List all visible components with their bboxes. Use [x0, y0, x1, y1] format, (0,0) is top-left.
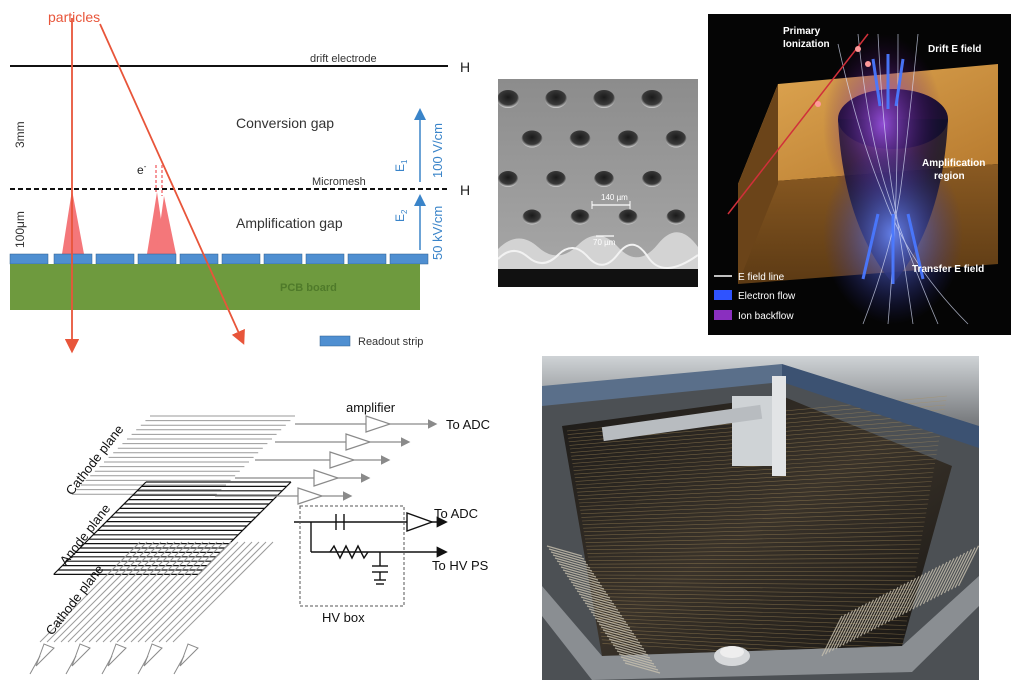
to-adc-anode-label: To ADC — [434, 506, 478, 521]
readout-strip-legend-label: Readout strip — [358, 336, 423, 348]
pcb-board-label: PCB board — [280, 282, 337, 294]
gem-legend: E field line Electron flow Ion backflow — [714, 272, 796, 322]
hv1-label: HV1 — [460, 59, 470, 78]
to-hv-ps-label: To HV PS — [432, 558, 489, 573]
gem-holes — [498, 90, 687, 225]
svg-text:E field line: E field line — [738, 272, 785, 283]
gem-sem-micrograph: 140 µm 70 µm — [498, 79, 698, 287]
avalanche-left — [62, 190, 84, 254]
anode-plane-wires — [53, 481, 292, 575]
mwpc-schematic: amplifier To ADC To ADC To HV PS HV box … — [29, 400, 490, 675]
dimension-70um: 70 µm — [593, 235, 616, 247]
gem-field-illustration: Primary Ionization Drift E field Amplifi… — [708, 14, 1011, 335]
e1-label: E1 — [393, 159, 409, 172]
bottom-amplifiers — [29, 643, 199, 675]
dimension-140um: 140 µm — [591, 193, 631, 209]
micromegas-diagram: particles drift electrode HV1 Conversion… — [9, 9, 470, 354]
svg-text:70 µm: 70 µm — [593, 238, 616, 247]
field-50kvcm-label: 50 kV/cm — [430, 206, 445, 260]
svg-text:Electron flow: Electron flow — [738, 291, 796, 302]
micromesh-label: Micromesh — [312, 176, 366, 188]
particle-track-diagonal — [99, 23, 245, 345]
avalanche-middle-2 — [156, 196, 176, 254]
hv-box-label: HV box — [322, 610, 365, 625]
svg-text:140 µm: 140 µm — [601, 193, 628, 202]
gap-3mm-label: 3mm — [13, 121, 27, 148]
amplifier-label: amplifier — [346, 400, 396, 415]
anode-readout — [294, 512, 448, 585]
field-100vcm-label: 100 V/cm — [430, 123, 445, 178]
readout-strip-legend-swatch — [319, 335, 351, 347]
gap-100um-label: 100μm — [13, 211, 27, 248]
primary-ionization-label: Primary Ionization — [783, 26, 830, 50]
cathode-plane-top-label: Cathode plane — [63, 422, 127, 498]
transfer-field-label: Transfer E field — [912, 264, 984, 275]
svg-text:Ion backflow: Ion backflow — [738, 311, 794, 322]
cathode-plane-top-wires — [71, 415, 295, 495]
electron-label: e- — [137, 162, 147, 177]
hv2-label: HV2 — [460, 182, 470, 201]
particles-label: particles — [48, 9, 100, 25]
amplification-gap-label: Amplification gap — [236, 215, 343, 231]
pcb-board — [10, 264, 420, 310]
mwpc-chamber-photo — [542, 356, 979, 680]
cathode-plane-bottom-wires — [39, 541, 274, 643]
amplification-region-label: Amplification region — [922, 158, 988, 182]
drift-field-label: Drift E field — [928, 44, 981, 55]
drift-electrode-label: drift electrode — [310, 53, 377, 65]
top-readout-amplifiers — [215, 415, 438, 505]
to-adc-top-label: To ADC — [446, 417, 490, 432]
e2-label: E2 — [393, 209, 409, 222]
hv-box — [299, 505, 405, 607]
readout-strips — [9, 253, 429, 265]
conversion-gap-label: Conversion gap — [236, 115, 334, 131]
